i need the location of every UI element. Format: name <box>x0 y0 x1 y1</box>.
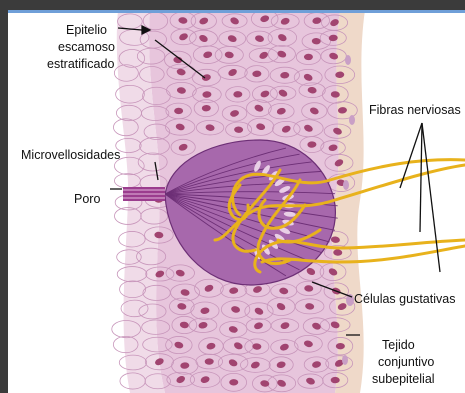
label-epithelium-line3: estratificado <box>47 56 114 72</box>
label-epithelium-line1: Epitelio <box>66 22 107 38</box>
label-pore: Poro <box>74 191 100 207</box>
taste-pore <box>123 187 165 201</box>
diagram-panel: Epitelio escamoso estratificado Microvel… <box>8 10 465 393</box>
label-taste-cells: Células gustativas <box>354 291 455 307</box>
label-microvilli: Microvellosidades <box>21 147 120 163</box>
label-connective-line1: Tejido <box>382 337 415 353</box>
label-connective-line3: subepitelial <box>372 371 435 387</box>
label-connective-line2: conjuntivo <box>378 354 434 370</box>
window-top-edge <box>8 10 465 13</box>
label-epithelium-line2: escamoso <box>58 39 115 55</box>
label-nerve-fibers: Fibras nerviosas <box>369 102 461 118</box>
